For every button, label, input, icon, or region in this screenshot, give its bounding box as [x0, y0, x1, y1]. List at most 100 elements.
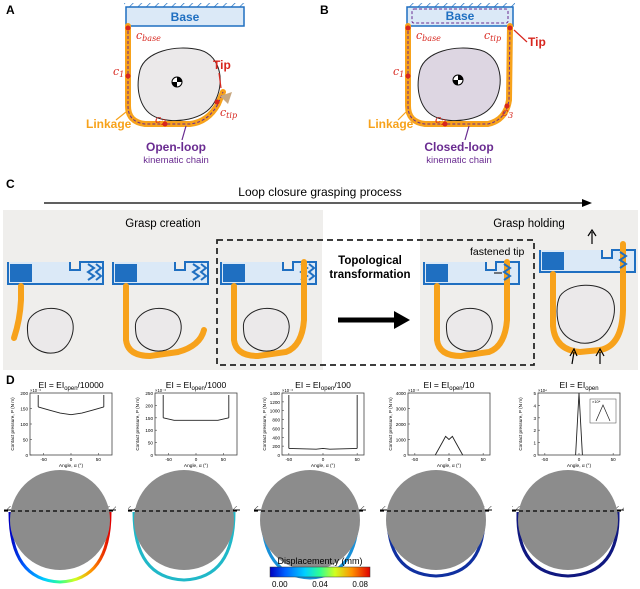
chart-3-series-line: [288, 447, 358, 450]
gripper-step-5: [539, 228, 636, 365]
gripper-step-4: [423, 259, 520, 360]
chart-2-yexp: ×10⁻³: [155, 388, 166, 393]
chart-5-title: EI = EIopen: [559, 380, 598, 392]
chart-5-ytick-label-0: 0: [533, 453, 536, 458]
panel-b-base-hatch: [405, 3, 515, 7]
chart-3-ylabel: Contact pressure, P (N m): [262, 397, 267, 451]
chart-5-ytick-label-1: 1: [533, 441, 536, 446]
chart-4-frame: [407, 392, 491, 456]
chart-2-xtick-label-1: 0: [195, 457, 198, 462]
panel-a-linkage-pointer: [115, 111, 127, 121]
chart-3-ytick-label-5: 1000: [270, 409, 281, 414]
chart-4-ytick-label-2: 2000: [396, 422, 407, 427]
panel-b-base-loop: [411, 8, 509, 24]
panel-b-base-label: Base: [446, 9, 475, 23]
panel-b-node-c2: [442, 121, 448, 127]
chart-4-title: EI = EIopen/10: [424, 380, 475, 392]
panel-b-label-cbase: cbase: [416, 29, 441, 43]
panel-b-node-c3: [504, 103, 510, 109]
panel-c-letter: C: [6, 177, 15, 191]
panel-a-chain-sublabel: kinematic chain: [143, 155, 208, 166]
chart-4-series-line: [434, 435, 464, 456]
chart-1-ytick-label-0: 0: [25, 453, 28, 458]
panel-a-linkage-label: Linkage: [86, 117, 132, 131]
chart-4-ytick-label-1: 1000: [396, 438, 407, 443]
chart-3-xlabel: Angle, α (°): [311, 463, 336, 469]
topological-label-2: transformation: [329, 269, 410, 281]
transformation-arrowhead: [394, 311, 410, 329]
chart-2-ylabel: Contact pressure, P (N m): [135, 397, 140, 451]
gripper-step-3: [220, 259, 317, 360]
chart-3-ytick-label-0: 0: [277, 453, 280, 458]
panel-a-node-c1: [125, 73, 131, 79]
deformation-3: [254, 470, 366, 580]
chart-5-xtick-label-0: -50: [542, 457, 549, 462]
panel-a-letter: A: [6, 3, 15, 17]
panel-b-tip-pointer: [513, 29, 528, 43]
chart-5-ytick-label-2: 2: [533, 428, 536, 433]
chart-2-series-line: [163, 417, 229, 421]
panel-b-letter: B: [320, 3, 329, 17]
panel-a-center-of-mass-icon: [171, 76, 183, 88]
chart-5-yexp: ×10⁴: [538, 388, 547, 393]
panel-b-linkage-pointer: [397, 111, 407, 121]
panel-d-letter: D: [6, 373, 15, 387]
legend-tick-1: 0.04: [312, 580, 328, 589]
deformation-4: [380, 470, 492, 578]
chart-5-xtick-label-2: 50: [611, 457, 617, 462]
displacement-legend-title: Displacement,y (mm): [277, 556, 362, 566]
chart-3-ytick-label-4: 800: [272, 418, 280, 423]
chart-1-series-line: [38, 406, 104, 416]
deformation-1: [4, 470, 116, 584]
panel-a-label-c2: c2: [155, 113, 166, 127]
panel-b-node-ctip: [507, 25, 513, 31]
panel-b-node-cbase: [405, 25, 411, 31]
chart-1-yexp: ×10⁻³: [30, 388, 41, 393]
chart-3-xtick-label-0: -50: [286, 457, 293, 462]
chart-2-title: EI = EIopen/1000: [166, 380, 227, 392]
chart-4-xtick-label-1: 0: [448, 457, 451, 462]
panel-a-node-ctip: [214, 99, 220, 105]
legend-tick-2: 0.08: [352, 580, 368, 589]
legend-tick-0: 0.00: [272, 580, 288, 589]
chart-1-xlabel: Angle, α (°): [59, 463, 84, 469]
chart-3-frame: [281, 392, 365, 456]
chart-2-frame: [154, 392, 238, 456]
chart-2-xlabel: Angle, α (°): [184, 463, 209, 469]
panel-b-linkage-label: Linkage: [368, 117, 414, 131]
chart-5-xlabel: Angle, α (°): [567, 463, 592, 469]
deformation-row: [4, 470, 624, 584]
panel-b-chain-label: Closed-loop: [424, 140, 493, 154]
chart-2-ytick-label-1: 50: [148, 441, 154, 446]
panel-b-tip-label: Tip: [528, 35, 546, 49]
topological-label-1: Topological: [338, 255, 402, 267]
chart-2-ytick-label-5: 250: [145, 391, 153, 396]
chart-2-xtick-label-0: -50: [165, 457, 172, 462]
chart-2-ytick-label-4: 200: [145, 403, 153, 408]
chart-4-ytick-label-4: 4000: [396, 391, 407, 396]
chart-4-xlabel: Angle, α (°): [437, 463, 462, 469]
topological-gap: [322, 241, 419, 364]
chart-4-yexp: ×10⁻³: [408, 388, 419, 393]
chart-1-title: EI = EIopen/10000: [38, 380, 103, 392]
panel-a-tip-pointer: [218, 72, 222, 89]
panel-b-label-c3: c3: [502, 106, 513, 120]
chart-4-ylabel: Contact pressure, P (N m): [388, 397, 393, 451]
chart-1-xtick-label-2: 50: [96, 457, 102, 462]
chart-2-ytick-label-2: 100: [145, 428, 153, 433]
panel-a: A Base cbase c1 c2 ctip Tip Linkage Open…: [6, 3, 246, 166]
chart-3-yexp: ×10⁻³: [282, 388, 293, 393]
grasp-creation-label: Grasp creation: [125, 218, 200, 230]
panel-a-chain-pointer: [181, 125, 187, 141]
deformation-5: [512, 470, 624, 578]
panel-a-tip-shadow: [220, 92, 232, 104]
chart-2-xtick-label-2: 50: [221, 457, 227, 462]
panel-c-process-arrowhead: [582, 199, 592, 207]
chart-3-ytick-label-6: 1200: [270, 400, 281, 405]
chart-1-frame: [29, 392, 113, 456]
chart-4-xtick-label-2: 50: [481, 457, 487, 462]
panel-a-chain-label: Open-loop: [146, 140, 206, 154]
chart-5-series-line: [575, 392, 583, 456]
chart-2-ytick-label-0: 0: [150, 453, 153, 458]
